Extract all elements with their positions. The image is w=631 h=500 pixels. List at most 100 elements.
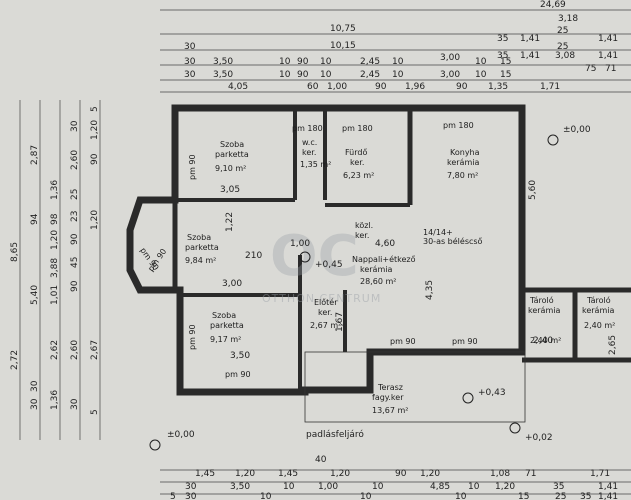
- dim-label: 1,20: [90, 210, 100, 230]
- room-floor: kerámia: [582, 306, 614, 315]
- room-area: 7,80 m²: [447, 171, 478, 180]
- dim-label: 35: [553, 482, 564, 492]
- dim-label: 25: [70, 189, 80, 200]
- dim-label: 1,35: [488, 82, 508, 92]
- room-floor: kerámia: [360, 265, 392, 274]
- level-marker-icon: [462, 392, 474, 404]
- dim-label: 210: [245, 251, 262, 261]
- dim-label: 30: [185, 492, 197, 500]
- room-area: 28,60 m²: [360, 277, 396, 286]
- dim-label: 1,20: [495, 482, 515, 492]
- window-label: pm 90: [188, 324, 197, 350]
- window-label: pm 180: [342, 124, 373, 133]
- terrace-outline: [304, 351, 526, 423]
- walls: [126, 104, 631, 423]
- dim-label: 10: [392, 57, 404, 67]
- dim-label: 30: [184, 42, 196, 52]
- dim-label: 10: [468, 482, 480, 492]
- room-storage-2: Tároló kerámia 2,40 m²: [582, 295, 615, 330]
- window-label: pm 180: [443, 121, 474, 130]
- room-floor: kerámia: [447, 158, 479, 167]
- dim-label: 3,50: [230, 351, 250, 361]
- dim-label: 3,88: [50, 258, 60, 278]
- room-storage-1: Tároló kerámia 2,40 m²: [528, 295, 561, 345]
- dim-label: 10: [279, 57, 291, 67]
- dim-label: 1,41: [598, 51, 618, 61]
- dim-label: 71: [605, 64, 616, 74]
- bottom-dimensions: 1,45 1,20 1,45 1,20 90 1,20 1,08 71 1,71…: [160, 469, 631, 500]
- dim-label: 10: [475, 70, 487, 80]
- dim-label: 3,08: [555, 51, 575, 61]
- room-area: 9,17 m²: [210, 335, 241, 344]
- dim-label: 35: [497, 34, 508, 44]
- dim-label: 30: [70, 398, 80, 410]
- room-terrace: Terasz fagy.ker 13,67 m²: [372, 383, 408, 415]
- dim-label: 1,00: [290, 239, 310, 249]
- level-markers: ±0,00 ±0,00 +0,45 +0,43 +0,02: [149, 125, 591, 451]
- room-area: 2,40 m²: [530, 336, 561, 345]
- room-area: 1,35 m²: [300, 160, 331, 169]
- level-marker-icon: [509, 422, 521, 434]
- dim-label: 60: [307, 82, 319, 92]
- dim-label: 1,01: [50, 285, 60, 305]
- room-bedroom-3: Szoba parketta 9,17 m²: [210, 311, 244, 344]
- room-floor: fagy.ker: [372, 393, 404, 402]
- attic-access-label: padlásfeljáró: [306, 429, 364, 440]
- window-label: pm 180: [292, 124, 323, 133]
- dim-label: 10: [320, 57, 332, 67]
- left-dimensions: 8,65 2,72 2,87 94 5,40 30 30 1,36 98 1,2…: [10, 100, 101, 440]
- dim-label: 1,71: [590, 469, 610, 479]
- dim-label: 5: [90, 409, 100, 415]
- level-label: +0,43: [478, 388, 506, 398]
- room-floor: parketta: [215, 150, 249, 159]
- room-name: Tároló: [529, 295, 554, 305]
- dim-label: 10: [283, 482, 295, 492]
- dim-label: 5,40: [30, 285, 40, 305]
- dim-label: 90: [456, 82, 468, 92]
- level-label: +0,02: [525, 433, 553, 443]
- dim-label: 30: [30, 380, 40, 392]
- dim-label: 25: [557, 26, 568, 36]
- room-area: 13,67 m²: [372, 406, 408, 415]
- dim-label: 35: [497, 51, 508, 61]
- dim-label: 90: [70, 233, 80, 245]
- dim-label: 1,20: [90, 120, 100, 140]
- room-bedroom-1: Szoba parketta 9,10 m²: [215, 140, 249, 173]
- dim-label: 15: [500, 57, 511, 67]
- window-label: pm 90: [452, 337, 478, 346]
- dim-label: 4,85: [430, 482, 450, 492]
- room-area: 2,67 m²: [310, 321, 341, 330]
- dim-label: 30: [30, 398, 40, 410]
- room-labels: Szoba parketta 9,10 m² w.c. ker. 1,35 m²…: [185, 138, 615, 415]
- dim-label: 10,75: [330, 24, 356, 34]
- room-area: 6,23 m²: [343, 171, 374, 180]
- watermark-text: OTTHON CENTRUM: [262, 292, 381, 305]
- dim-label: 35: [580, 492, 591, 500]
- dim-label: 10: [372, 482, 384, 492]
- dim-label: 3,00: [440, 70, 460, 80]
- dim-label: 2,45: [360, 70, 380, 80]
- dim-label: 1,20: [420, 469, 440, 479]
- dim-label: 3,50: [230, 482, 250, 492]
- dim-label: 90: [375, 82, 387, 92]
- dim-label: 1,20: [330, 469, 350, 479]
- room-wc: w.c. ker. 1,35 m²: [300, 138, 331, 169]
- dim-label: 3,05: [220, 185, 240, 195]
- chimney-label: 14/14+: [423, 228, 453, 237]
- chimney-label: 30-as béléscső: [423, 236, 483, 246]
- room-hallway: közl. ker.: [355, 221, 373, 240]
- room-name: Terasz: [377, 383, 403, 392]
- room-name: Szoba: [187, 233, 211, 242]
- dim-label: 2,62: [50, 340, 60, 360]
- dim-label: 8,65: [10, 242, 20, 262]
- room-floor: ker.: [302, 148, 316, 157]
- window-label: pm 90: [390, 337, 416, 346]
- dim-label: 94: [30, 213, 40, 225]
- room-area: 2,40 m²: [584, 321, 615, 330]
- dim-label: 1,41: [520, 51, 540, 61]
- room-name: Előtér: [314, 297, 338, 307]
- level-marker-icon: [299, 251, 311, 263]
- dim-label: 40: [315, 455, 327, 465]
